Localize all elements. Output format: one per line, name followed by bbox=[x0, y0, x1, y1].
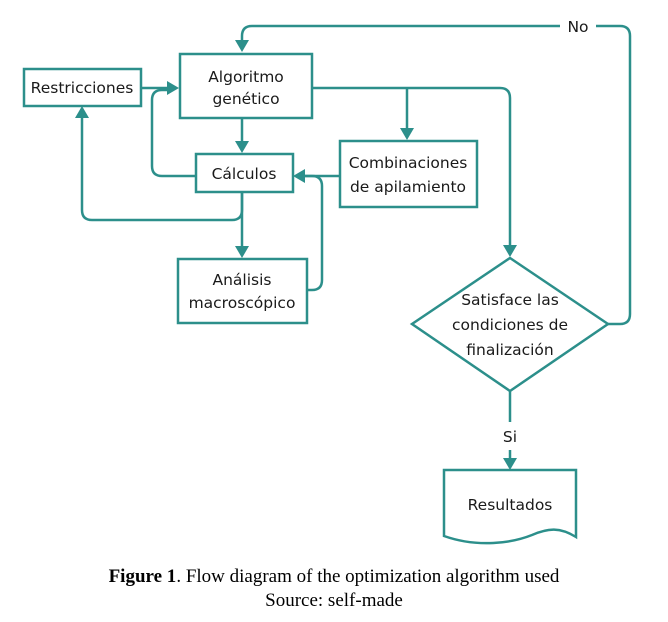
edge-decision-no-top bbox=[240, 24, 560, 40]
arrowhead-to-algoritmo bbox=[235, 40, 249, 52]
node-restricciones bbox=[22, 67, 143, 108]
restricciones-label: Restricciones bbox=[31, 79, 134, 97]
arrowhead-to-resultados bbox=[503, 458, 517, 470]
arrowhead-to-combinaciones bbox=[400, 128, 414, 140]
analisis-line-2: macroscópico bbox=[189, 294, 296, 312]
calculos-label: Cálculos bbox=[212, 165, 277, 183]
edge-decision-no-right bbox=[596, 24, 632, 326]
decision-line-1: Satisface las bbox=[461, 291, 559, 309]
arrowhead-to-analisis bbox=[235, 246, 249, 258]
edge-analisis-calculos bbox=[304, 174, 324, 292]
algoritmo-line-1: Algoritmo bbox=[208, 68, 284, 86]
algoritmo-line-2: genético bbox=[212, 90, 279, 108]
node-combinaciones bbox=[338, 139, 479, 209]
decision-line-3: finalización bbox=[466, 341, 553, 359]
arrowhead-to-calculos bbox=[235, 141, 249, 153]
edge-label-no: No bbox=[567, 18, 588, 36]
arrowhead-combinaciones-to-calculos bbox=[293, 169, 305, 183]
resultados-label: Resultados bbox=[468, 496, 553, 514]
node-decision bbox=[409, 256, 611, 393]
node-analisis-macroscopico bbox=[176, 257, 309, 325]
arrowhead-to-restricciones bbox=[75, 106, 89, 118]
figure-title: . Flow diagram of the optimization algor… bbox=[176, 566, 560, 587]
flow-diagram: Algoritmo genético Restricciones Cálculo… bbox=[22, 18, 632, 545]
arrowhead-restricciones-to-algoritmo bbox=[167, 81, 179, 95]
figure-label: Figure 1 bbox=[108, 566, 177, 587]
node-algoritmo-genetico bbox=[178, 52, 314, 120]
node-resultados bbox=[442, 468, 578, 545]
combinaciones-line-1: Combinaciones bbox=[349, 154, 468, 172]
analisis-line-1: Análisis bbox=[213, 271, 272, 289]
edge-calculos-restricciones bbox=[80, 118, 244, 222]
combinaciones-line-2: de apilamiento bbox=[350, 178, 466, 196]
edge-algoritmo-decision bbox=[312, 86, 512, 246]
figure-caption: Figure 1. Flow diagram of the optimizati… bbox=[0, 566, 668, 588]
edge-calculos-algoritmo bbox=[150, 88, 196, 178]
node-calculos bbox=[194, 152, 295, 194]
decision-line-2: condiciones de bbox=[452, 316, 568, 334]
edge-label-si: Si bbox=[503, 428, 517, 446]
figure-source: Source: self-made bbox=[265, 590, 403, 611]
arrowhead-to-decision bbox=[503, 245, 517, 257]
